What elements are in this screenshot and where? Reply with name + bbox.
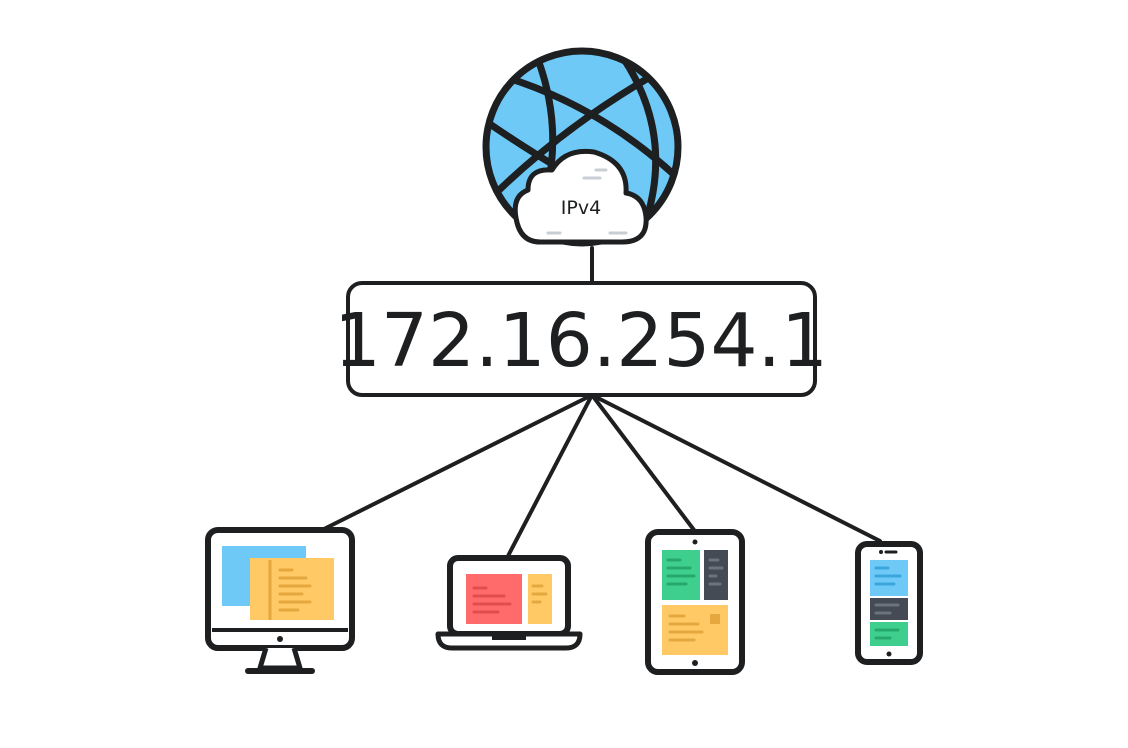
- ip-address-box: 172.16.254.1: [334, 281, 828, 397]
- link-to-laptop: [506, 393, 594, 558]
- link-to-desktop: [320, 393, 594, 532]
- tablet-icon: [645, 529, 745, 675]
- cloud-icon: IPv4: [512, 148, 649, 245]
- cloud-label: IPv4: [561, 197, 601, 219]
- desktop-icon: [205, 527, 355, 674]
- laptop-icon: [435, 555, 583, 651]
- ip-address-text: 172.16.254.1: [334, 298, 828, 384]
- connection-lines: [320, 246, 882, 558]
- smartphone-icon: [855, 541, 923, 665]
- link-to-tablet: [590, 393, 696, 532]
- link-to-phone: [590, 393, 882, 543]
